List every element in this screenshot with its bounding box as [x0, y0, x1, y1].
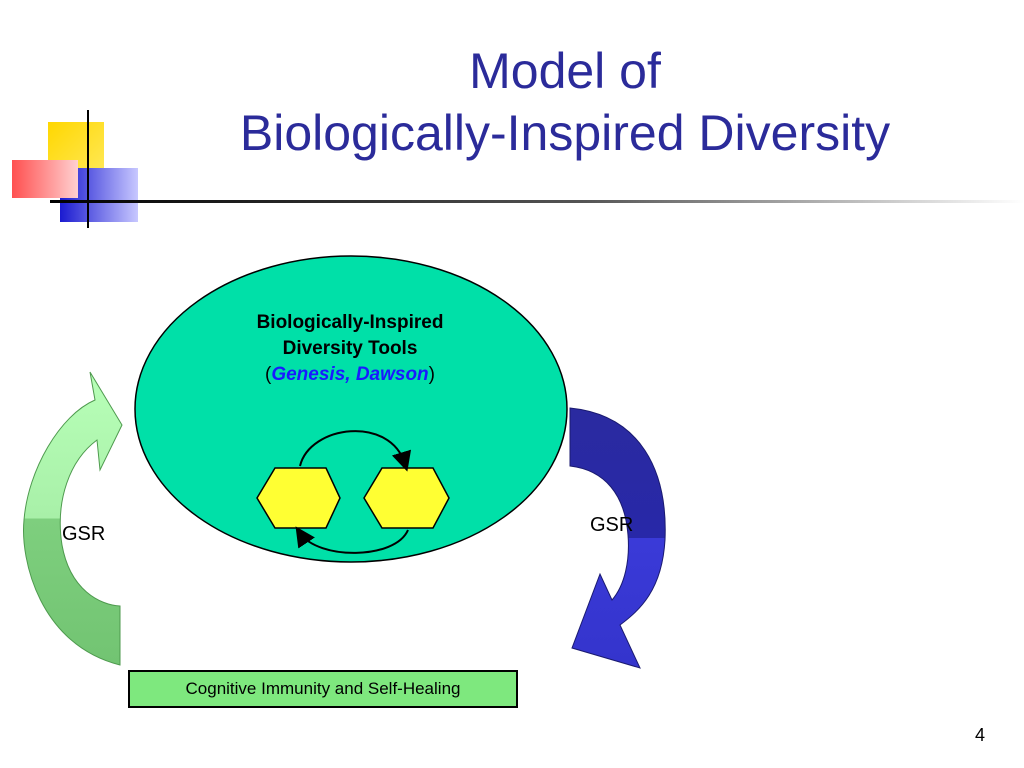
top-cycle-arrow: [299, 430, 412, 472]
tools-ellipse: [134, 255, 568, 563]
right-gsr-label: GSR: [590, 514, 634, 536]
red-square: [12, 160, 78, 198]
paren-open: (: [265, 364, 272, 385]
cognitive-immunity-box: Cognitive Immunity and Self-Healing: [128, 670, 518, 708]
title-line-1: Model of: [469, 43, 661, 99]
left-curved-arrow: [23, 371, 123, 666]
bottom-cycle-arrow: [295, 526, 409, 554]
slide-title: Model of Biologically-Inspired Diversity: [130, 40, 1000, 164]
ellipse-line-2: Diversity Tools: [282, 338, 418, 359]
left-hexagon: [256, 467, 341, 529]
right-hexagon: [363, 467, 450, 529]
title-line-2: Biologically-Inspired Diversity: [239, 105, 891, 161]
title-underline: [50, 200, 1024, 203]
left-gsr-label: GSR: [62, 523, 106, 545]
page-number: 4: [975, 725, 986, 745]
tools-names: Genesis, Dawson: [271, 364, 429, 385]
title-decoration: [12, 110, 1024, 228]
paren-close: ): [428, 364, 435, 385]
right-curved-arrow: [569, 407, 666, 669]
ellipse-line-1: Biologically-Inspired: [256, 312, 444, 333]
tools-line: (Genesis, Dawson): [195, 362, 505, 388]
ellipse-label: Biologically-Inspired Diversity Tools (G…: [195, 310, 505, 388]
